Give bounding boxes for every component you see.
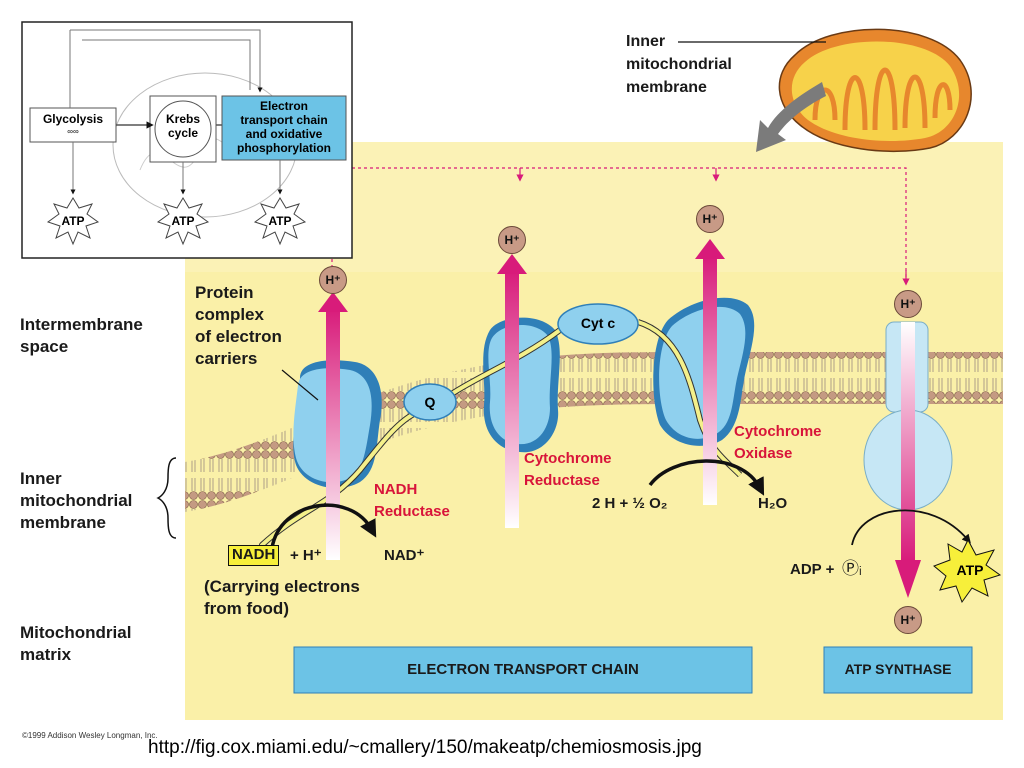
krebs-label-line2: cycle: [167, 126, 199, 140]
proton-arrow-1: [318, 292, 348, 560]
krebs-label-line1: Krebs: [165, 112, 200, 126]
h-ion-5: H⁺: [894, 606, 922, 634]
inner-membrane-label-line2: mitochondrial: [20, 491, 133, 510]
carrying-electrons-line2: from food): [204, 599, 289, 618]
etc-inset-line2: transport chain: [240, 113, 328, 127]
cytc-carrier: [557, 303, 639, 345]
intermembrane-label-line1: Intermembrane: [20, 315, 143, 334]
glycolysis-symbol: ∞∞: [67, 127, 79, 136]
cytochrome-oxidase-label-line2: Oxidase: [734, 445, 793, 462]
atp-synthase-bar: [823, 646, 973, 694]
q-label: Q: [424, 394, 436, 410]
etc-bar-label: ELECTRON TRANSPORT CHAIN: [407, 661, 639, 678]
proton-arrow-3: [695, 239, 725, 505]
atp-inset-1: ATP: [61, 214, 85, 228]
glycolysis-label: Glycolysis: [42, 112, 104, 126]
atp-product: ATP: [956, 562, 984, 578]
source-url: http://fig.cox.miami.edu/~cmallery/150/m…: [148, 737, 702, 758]
atp-starburst: [933, 538, 1002, 604]
pointer-arrow-icon: [756, 82, 826, 152]
inner-membrane-callout-line1: Inner: [626, 33, 666, 50]
nadh-reductase-label-line2: Reductase: [374, 503, 450, 520]
nadh-input: NADH: [228, 545, 280, 566]
h-ion-2: H⁺: [498, 226, 526, 254]
q-carrier: [403, 383, 457, 421]
matrix-label-line1: Mitochondrial: [20, 623, 132, 642]
atp-inset-2: ATP: [171, 214, 195, 228]
inner-membrane-label-line3: membrane: [20, 513, 106, 532]
h-ion-3: H⁺: [696, 205, 724, 233]
h-ion-1: H⁺: [319, 266, 347, 294]
intermembrane-label-line2: space: [20, 337, 69, 356]
etc-bar: [293, 646, 753, 694]
nadh-reductase-label-line1: NADH: [374, 481, 418, 498]
pi-input: Ⓟᵢ: [842, 559, 862, 578]
protein-complex-label-line2: complex: [195, 305, 264, 324]
etc-inset-line3: and oxidative: [245, 127, 323, 141]
inner-membrane-label-line1: Inner: [20, 469, 62, 488]
protein-complex-label-line4: carriers: [195, 349, 258, 368]
oxygen-input: 2 H + ½ O₂: [592, 495, 668, 512]
protein-complex-label-line1: Protein: [195, 283, 254, 302]
cytochrome-oxidase-label-line1: Cytochrome: [734, 423, 822, 440]
cytc-label: Cyt c: [580, 315, 616, 331]
water-output: H₂O: [758, 495, 788, 512]
atp-synthase-bar-label: ATP SYNTHASE: [844, 661, 952, 677]
cytochrome-reductase-label-line2: Reductase: [524, 472, 600, 489]
lipid-bilayer: [185, 352, 1003, 512]
etc-inset-line4: phosphorylation: [237, 141, 331, 155]
mitochondrion-icon: [678, 28, 972, 153]
atp-inset-3: ATP: [268, 214, 292, 228]
inner-membrane-callout-line3: membrane: [626, 79, 707, 96]
matrix-label-line2: matrix: [20, 645, 72, 664]
overview-inset: [21, 21, 353, 259]
cytochrome-oxidase-complex: [653, 297, 755, 446]
adp-input: ADP +: [790, 561, 835, 578]
proton-arrow-2: [497, 254, 527, 528]
nad-output: NAD⁺: [384, 547, 425, 564]
cytochrome-reductase-complex: [483, 317, 560, 453]
inner-membrane-callout-line2: mitochondrial: [626, 56, 732, 73]
plus-h-ion: + H⁺: [290, 547, 322, 564]
cytochrome-reductase-label-line1: Cytochrome: [524, 450, 612, 467]
h-ion-4: H⁺: [894, 290, 922, 318]
protein-complex-label-line3: of electron: [195, 327, 282, 346]
carrying-electrons-line1: (Carrying electrons: [204, 577, 360, 596]
etc-inset-line1: Electron: [259, 99, 308, 113]
copyright-notice: ©1999 Addison Wesley Longman, Inc.: [22, 731, 158, 740]
